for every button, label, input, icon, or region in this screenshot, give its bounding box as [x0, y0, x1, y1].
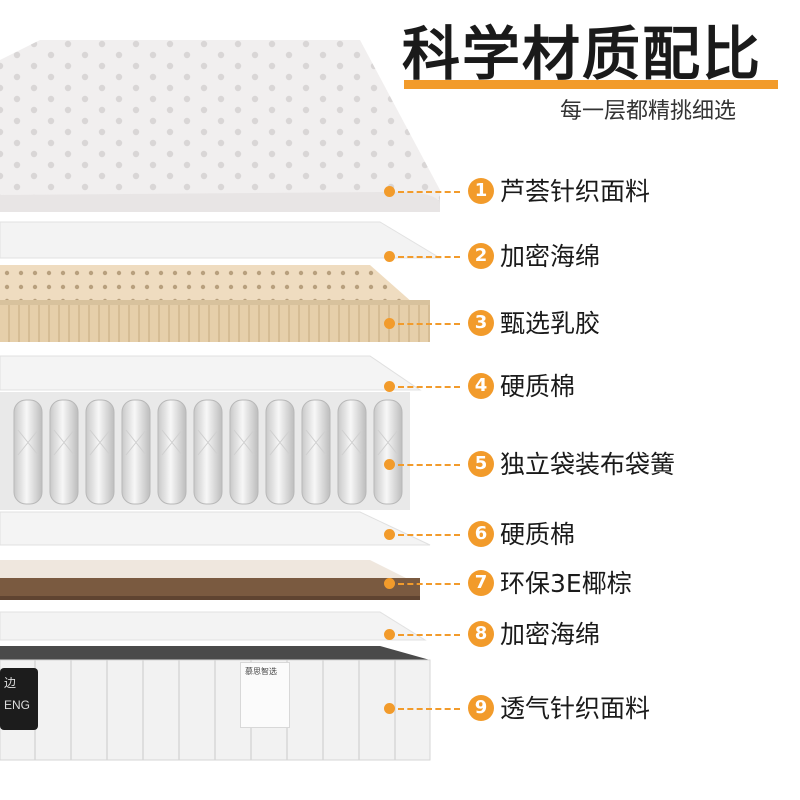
spring-stitch [161, 429, 183, 456]
spring-stitch [125, 429, 147, 456]
layer-9-base [0, 646, 431, 761]
layer-6-felt [0, 511, 431, 546]
layer-number-badge: 8 [468, 621, 494, 647]
layer-name: 甄选乳胶 [500, 309, 601, 338]
spring-coil [85, 399, 115, 505]
spring-stitch [269, 429, 291, 456]
layer-5-pocket-springs [0, 392, 410, 510]
layer-number-badge: 5 [468, 451, 494, 477]
product-tag-title: 慕思智选 [245, 667, 277, 676]
layer-3-latex [0, 265, 430, 342]
spring-coil [157, 399, 187, 505]
pointer-dot [384, 529, 395, 540]
title-underline [404, 80, 778, 89]
pointer-dot [384, 318, 395, 329]
leader-line [398, 323, 460, 325]
spring-stitch [89, 429, 111, 456]
pointer-dot [384, 186, 395, 197]
pointer-dot [384, 251, 395, 262]
layer-1-quilted-top [0, 40, 440, 212]
pointer-dot [384, 629, 395, 640]
spring-coil [121, 399, 151, 505]
leader-line [398, 386, 460, 388]
pointer-dot [384, 381, 395, 392]
spring-coil [229, 399, 259, 505]
page-title: 科学材质配比 [402, 20, 763, 88]
leader-line [398, 634, 460, 636]
spring-stitch [377, 429, 399, 456]
pointer-dot [384, 703, 395, 714]
spring-stitch [17, 429, 39, 456]
brand-badge: 边 ENG [0, 668, 38, 730]
spring-stitch [305, 429, 327, 456]
layer-name: 芦荟针织面料 [500, 177, 651, 206]
spring-coil [337, 399, 367, 505]
spring-coil [13, 399, 43, 505]
leader-line [398, 583, 460, 585]
spring-stitch [341, 429, 363, 456]
page-subtitle: 每一层都精挑细选 [560, 99, 737, 124]
leader-line [398, 464, 460, 466]
spring-stitch [53, 429, 75, 456]
pointer-dot [384, 459, 395, 470]
product-tag: 慕思智选 [240, 662, 290, 728]
layer-7-coir [0, 560, 420, 600]
layer-4-felt [0, 355, 422, 391]
leader-line [398, 256, 460, 258]
brand-badge-line1: 边 [4, 676, 17, 690]
brand-badge-line2: ENG [4, 698, 31, 712]
layer-number-badge: 9 [468, 695, 494, 721]
spring-stitch [233, 429, 255, 456]
layer-number-badge: 6 [468, 521, 494, 547]
spring-coil [193, 399, 223, 505]
layer-2-foam [0, 221, 442, 259]
spring-stitch [197, 429, 219, 456]
layer-number-badge: 2 [468, 243, 494, 269]
layer-name: 环保3E椰棕 [500, 569, 632, 598]
layer-number-badge: 4 [468, 373, 494, 399]
layer-number-badge: 1 [468, 178, 494, 204]
layer-number-badge: 3 [468, 310, 494, 336]
pointer-dot [384, 578, 395, 589]
layer-name: 加密海绵 [500, 620, 601, 649]
layer-name: 透气针织面料 [500, 694, 651, 723]
spring-coil [373, 399, 403, 505]
spring-coil [49, 399, 79, 505]
layer-name: 加密海绵 [500, 242, 601, 271]
spring-coil [265, 399, 295, 505]
layer-8-foam [0, 611, 427, 641]
layer-name: 硬质棉 [500, 372, 576, 401]
spring-coil [301, 399, 331, 505]
layer-name: 独立袋装布袋簧 [500, 450, 676, 479]
leader-line [398, 708, 460, 710]
leader-line [398, 191, 460, 193]
leader-line [398, 534, 460, 536]
layer-name: 硬质棉 [500, 520, 576, 549]
layer-number-badge: 7 [468, 570, 494, 596]
